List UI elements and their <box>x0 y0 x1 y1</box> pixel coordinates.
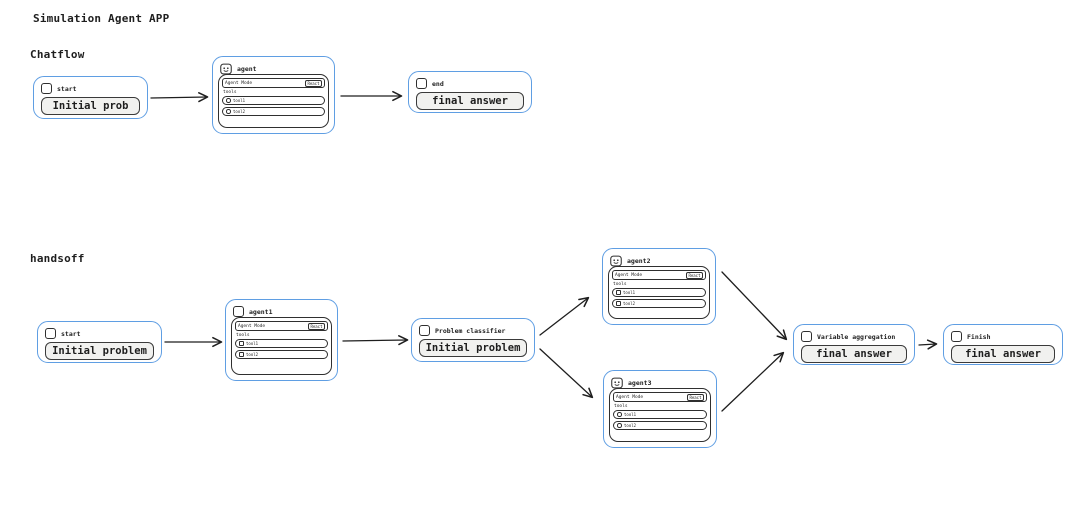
tool-row[interactable]: tool1 <box>222 96 325 105</box>
node-handsoff-agent2[interactable]: agent2 Agent Mode React tools tool1 tool… <box>602 248 716 325</box>
tool-row[interactable]: tool1 <box>612 288 706 297</box>
node-checkbox-icon <box>45 328 56 339</box>
agent-robot-icon <box>220 63 232 75</box>
agent-mode-label: Agent Mode <box>615 272 643 278</box>
tool-name: tool1 <box>233 98 246 103</box>
agent-mode-label: Agent Mode <box>225 80 253 86</box>
tools-label: tools <box>236 333 250 338</box>
tool-icon <box>226 98 231 103</box>
node-handsoff-agent3[interactable]: agent3 Agent Mode React tools tool1 tool… <box>603 370 717 448</box>
agent-config-panel: Agent Mode React tools tool1 tool2 <box>231 317 332 375</box>
tool-row[interactable]: tool1 <box>613 410 707 419</box>
node-title: start <box>57 84 77 93</box>
agent-mode-value: React <box>685 271 703 279</box>
agent-robot-icon <box>611 377 623 389</box>
agent-mode-value: React <box>304 79 322 87</box>
tool-name: tool2 <box>624 423 637 428</box>
start-value-button[interactable]: Initial problem <box>45 342 154 360</box>
node-checkbox-icon <box>416 78 427 89</box>
node-handsoff-classifier[interactable]: Problem classifier Initial problem <box>411 318 535 362</box>
agent-mode-bar[interactable]: Agent Mode React <box>222 78 325 88</box>
node-title: agent3 <box>628 378 652 387</box>
tool-name: tool2 <box>246 352 259 357</box>
tool-name: tool2 <box>623 301 636 306</box>
node-title: agent <box>237 64 257 73</box>
arrow-handsoff-classifier-agent3 <box>539 348 594 399</box>
end-value-button[interactable]: final answer <box>416 92 524 110</box>
node-chatflow-start[interactable]: start Initial prob <box>33 76 148 119</box>
tool-row[interactable]: tool2 <box>612 299 706 308</box>
node-title: agent1 <box>249 307 273 316</box>
agent-mode-value: React <box>307 322 325 330</box>
node-title: Finish <box>967 332 991 341</box>
tools-label: tools <box>614 404 628 409</box>
tools-label: tools <box>613 282 627 287</box>
agent-mode-bar[interactable]: Agent Mode React <box>612 270 706 280</box>
arrow-handsoff-agent2-aggregation <box>721 271 788 341</box>
tool-name: tool2 <box>233 109 246 114</box>
tool-row[interactable]: tool2 <box>235 350 328 359</box>
agent-config-panel: Agent Mode React tools tool1 tool2 <box>609 388 711 442</box>
tool-icon <box>239 352 244 357</box>
agent-mode-label: Agent Mode <box>238 323 266 329</box>
node-title: start <box>61 329 81 338</box>
tool-icon <box>617 423 622 428</box>
tool-name: tool1 <box>623 290 636 295</box>
tool-row[interactable]: tool2 <box>613 421 707 430</box>
page-title: Simulation Agent APP <box>33 12 170 25</box>
aggregation-value-button[interactable]: final answer <box>801 345 907 363</box>
agent-config-panel: Agent Mode React tools tool1 tool2 <box>218 74 329 128</box>
node-title: agent2 <box>627 256 651 265</box>
tool-row[interactable]: tool2 <box>222 107 325 116</box>
node-checkbox-icon <box>233 306 244 317</box>
node-title: end <box>432 79 444 88</box>
node-chatflow-end[interactable]: end final answer <box>408 71 532 113</box>
agent-mode-value: React <box>686 393 704 401</box>
tool-icon <box>226 109 231 114</box>
node-checkbox-icon <box>951 331 962 342</box>
classifier-value-button[interactable]: Initial problem <box>419 339 527 357</box>
agent-mode-bar[interactable]: Agent Mode React <box>613 392 707 402</box>
node-handsoff-aggregation[interactable]: Variable aggregation final answer <box>793 324 915 365</box>
agent-mode-label: Agent Mode <box>616 394 644 400</box>
tool-icon <box>616 301 621 306</box>
node-handsoff-finish[interactable]: Finish final answer <box>943 324 1063 365</box>
tool-name: tool1 <box>246 341 259 346</box>
finish-value-button[interactable]: final answer <box>951 345 1055 363</box>
agent-config-panel: Agent Mode React tools tool1 tool2 <box>608 266 710 319</box>
node-handsoff-start[interactable]: start Initial problem <box>37 321 162 363</box>
tool-icon <box>616 290 621 295</box>
tool-icon <box>617 412 622 417</box>
node-title: Variable aggregation <box>817 332 896 341</box>
tool-icon <box>239 341 244 346</box>
arrow-handsoff-agent1-classifier <box>342 335 409 346</box>
node-handsoff-agent1[interactable]: agent1 Agent Mode React tools tool1 tool… <box>225 299 338 381</box>
handsoff-label: handsoff <box>30 252 85 265</box>
chatflow-label: Chatflow <box>30 48 85 61</box>
agent-robot-icon <box>610 255 622 267</box>
node-checkbox-icon <box>801 331 812 342</box>
arrow-chatflow-start-agent <box>150 92 209 103</box>
agent-mode-bar[interactable]: Agent Mode React <box>235 321 328 331</box>
tool-row[interactable]: tool1 <box>235 339 328 348</box>
node-checkbox-icon <box>419 325 430 336</box>
node-title: Problem classifier <box>435 326 506 335</box>
node-checkbox-icon <box>41 83 52 94</box>
tool-name: tool1 <box>624 412 637 417</box>
node-chatflow-agent[interactable]: agent Agent Mode React tools tool1 tool2 <box>212 56 335 134</box>
arrow-handsoff-agent3-aggregation <box>721 351 785 412</box>
start-value-button[interactable]: Initial prob <box>41 97 140 115</box>
arrow-handsoff-classifier-agent2 <box>539 296 590 336</box>
tools-label: tools <box>223 90 237 95</box>
arrow-handsoff-aggregation-finish <box>918 339 938 350</box>
